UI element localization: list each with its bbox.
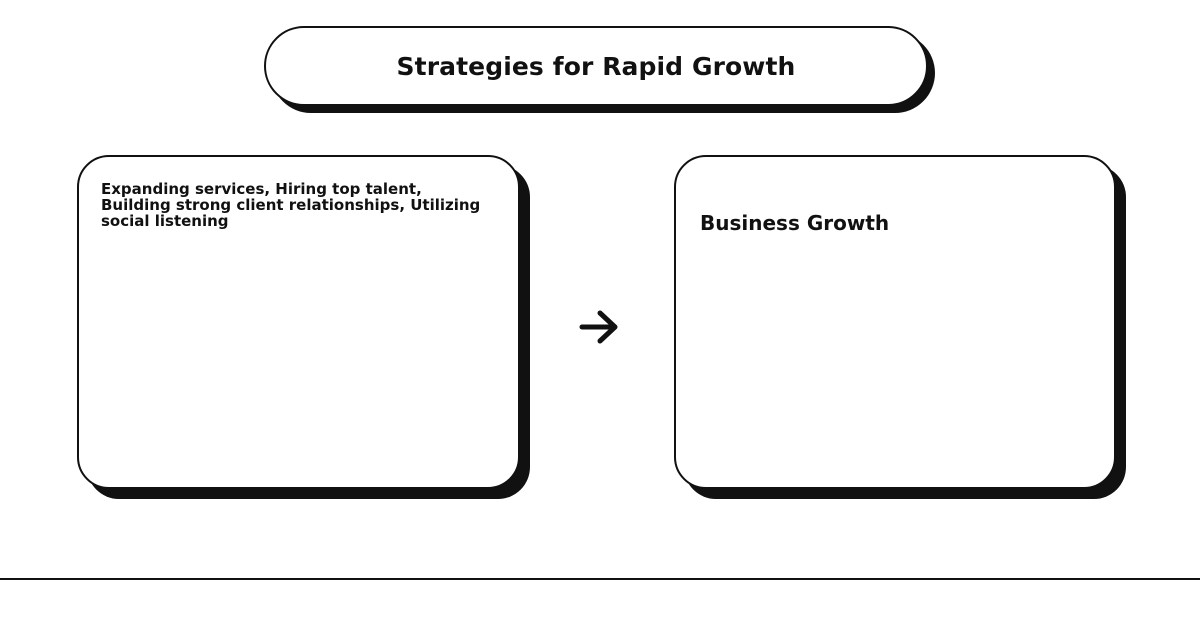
strategies-text: Expanding services, Hiring top talent, B…	[101, 180, 481, 230]
strategies-box: Expanding services, Hiring top talent, B…	[77, 155, 520, 489]
arrow-right-icon	[579, 310, 618, 344]
title-box: Strategies for Rapid Growth	[264, 26, 928, 106]
business-growth-box: Business Growth	[674, 155, 1116, 489]
business-growth-text: Business Growth	[700, 211, 890, 235]
bottom-divider	[0, 578, 1200, 580]
diagram-title: Strategies for Rapid Growth	[396, 51, 796, 81]
